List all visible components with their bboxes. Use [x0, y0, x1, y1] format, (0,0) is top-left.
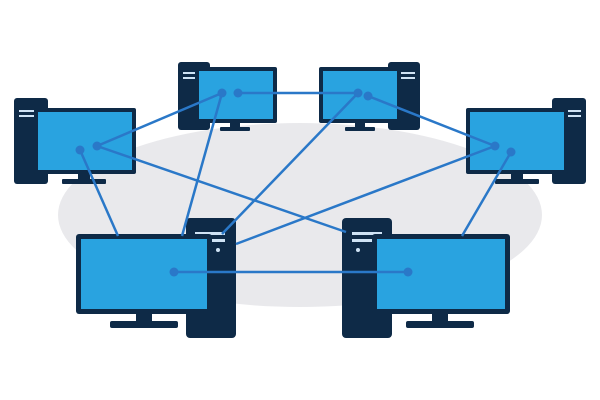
connection-line-pc-top-right-to-pc-mid-right [367, 94, 496, 148]
node-dot-pc-top-left [233, 88, 243, 98]
node-dot-pc-bottom-right [403, 267, 413, 277]
node-dot-pc-top-right [353, 88, 363, 98]
node-dot-pc-mid-right [490, 141, 500, 151]
connection-endpoints [75, 88, 516, 277]
computer-mid-right [466, 98, 586, 184]
node-dot-pc-mid-left [75, 145, 85, 155]
connection-line-pc-top-right-to-pc-bottom-left [221, 92, 359, 235]
node-dot-pc-top-right [363, 91, 373, 101]
computer-bottom-left [76, 218, 236, 338]
connection-line-pc-mid-right-to-pc-bottom-left [235, 144, 496, 246]
connection-line-pc-mid-right-to-pc-bottom-right [460, 151, 513, 237]
computer-mid-left [14, 98, 136, 184]
connection-lines [78, 91, 513, 274]
computer-bottom-right [342, 218, 510, 338]
connection-line-pc-top-left-to-pc-bottom-left [180, 92, 224, 237]
connection-line-pc-mid-left-to-pc-bottom-left [78, 149, 120, 237]
node-dot-pc-top-left [217, 88, 227, 98]
node-dot-pc-bottom-left [169, 267, 179, 277]
connection-line-pc-top-left-to-pc-mid-left [96, 91, 223, 148]
computer-top-left [178, 62, 277, 131]
node-dot-pc-mid-right [506, 147, 516, 157]
screen [81, 239, 207, 309]
screen [377, 239, 505, 309]
computer-top-right [319, 62, 420, 131]
node-dot-pc-mid-left [92, 141, 102, 151]
